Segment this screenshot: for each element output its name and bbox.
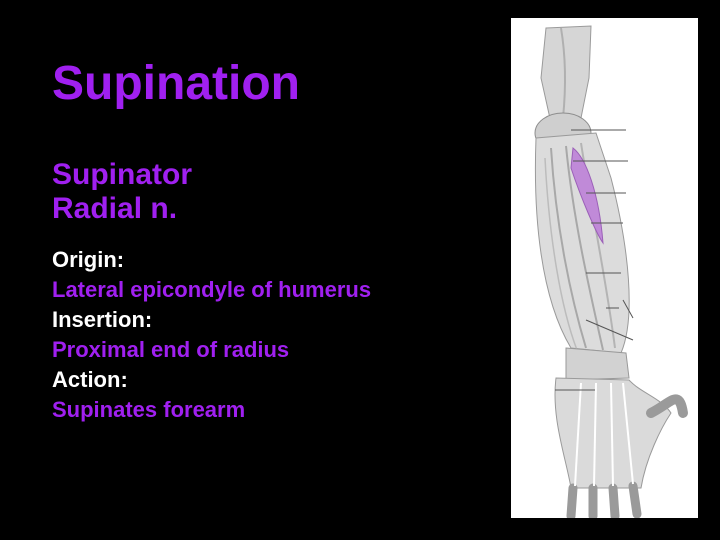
origin-label: Origin: (52, 247, 125, 272)
slide-title: Supination (52, 57, 300, 110)
supinator-muscle-highlight (570, 147, 604, 245)
origin-value: Lateral epicondyle of humerus (52, 277, 372, 302)
nerve-name: Radial n. (52, 192, 178, 225)
action-value: Supinates forearm (52, 397, 246, 422)
insertion-value: Proximal end of radius (52, 337, 290, 362)
muscle-name: Supinator (52, 158, 192, 191)
forearm-illustration (511, 18, 698, 518)
forearm-anatomy-image (534, 25, 688, 518)
insertion-label: Insertion: (52, 307, 153, 332)
muscle-info: Supinator Radial n. (52, 158, 192, 226)
muscle-details: Origin: Lateral epicondyle of humerus In… (52, 245, 371, 425)
action-label: Action: (52, 367, 128, 392)
